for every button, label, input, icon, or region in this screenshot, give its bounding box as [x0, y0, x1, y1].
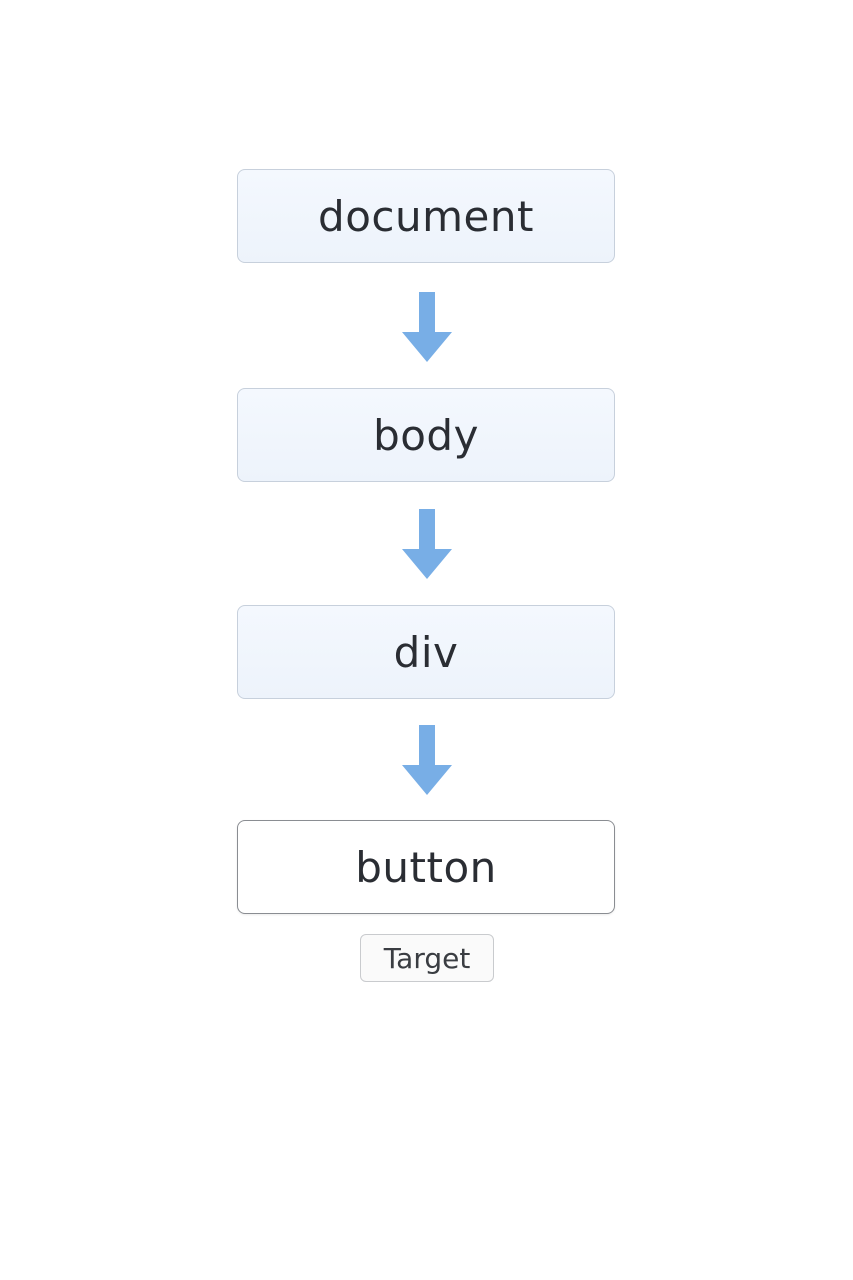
node-label: button — [355, 842, 497, 892]
node-document: document — [237, 169, 615, 263]
target-tag: Target — [360, 934, 494, 982]
target-tag-label: Target — [383, 941, 471, 975]
node-label: document — [318, 191, 534, 241]
down-arrow-icon — [402, 725, 452, 795]
node-button-target: button — [237, 820, 615, 914]
node-label: div — [393, 627, 459, 677]
node-body: body — [237, 388, 615, 482]
down-arrow-icon — [402, 292, 452, 362]
node-label: body — [373, 410, 479, 460]
node-div: div — [237, 605, 615, 699]
down-arrow-icon — [402, 509, 452, 579]
